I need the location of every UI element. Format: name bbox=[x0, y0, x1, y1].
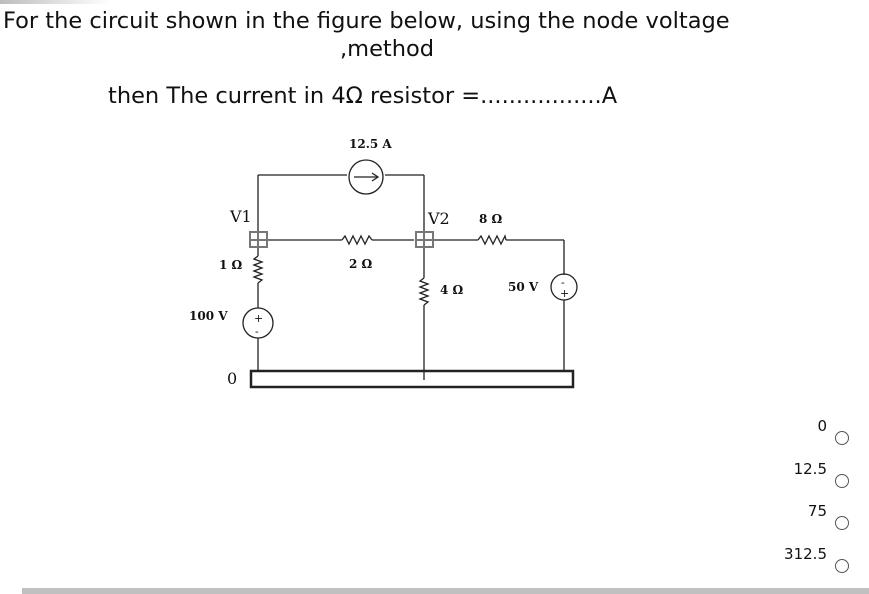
label-current-source: 12.5 A bbox=[349, 137, 392, 151]
radio-option-4[interactable] bbox=[835, 559, 849, 573]
current-source-arrowhead bbox=[371, 172, 380, 182]
label-r1: 1 Ω bbox=[219, 258, 243, 272]
resistor-8-ohm bbox=[477, 234, 507, 246]
option-label-1: 0 bbox=[817, 417, 827, 435]
label-node-v2: V2 bbox=[427, 209, 450, 228]
option-label-4: 312.5 bbox=[784, 545, 827, 563]
option-row-1[interactable]: 0 bbox=[767, 417, 849, 445]
label-ground: 0 bbox=[227, 369, 237, 388]
voltage-source-100V bbox=[242, 307, 274, 339]
horizontal-scrollbar[interactable] bbox=[22, 588, 869, 594]
plus-sign-100V: + bbox=[254, 312, 263, 325]
question-text-line2: ,method bbox=[340, 36, 435, 62]
resistor-1-ohm bbox=[252, 255, 264, 284]
resistor-4-ohm bbox=[418, 277, 430, 306]
label-r4: 4 Ω bbox=[440, 283, 464, 297]
radio-option-2[interactable] bbox=[835, 474, 849, 488]
ground-bus bbox=[249, 369, 575, 389]
plus-sign-50V: + bbox=[560, 287, 569, 300]
radio-option-3[interactable] bbox=[835, 516, 849, 530]
question-text-line1: For the circuit shown in the figure belo… bbox=[3, 8, 730, 34]
option-label-2: 12.5 bbox=[793, 460, 827, 478]
minus-sign-50V: - bbox=[561, 276, 565, 289]
voltage-source-50V bbox=[550, 273, 578, 301]
label-source-50V: 50 V bbox=[508, 280, 539, 294]
label-r2: 2 Ω bbox=[349, 257, 373, 271]
minus-sign-100V: - bbox=[255, 325, 259, 338]
resistor-2-ohm bbox=[341, 234, 373, 246]
option-label-3: 75 bbox=[807, 502, 827, 520]
current-source-12-5A bbox=[348, 159, 384, 195]
question-text-line3: then The current in 4Ω resistor =.......… bbox=[108, 83, 618, 109]
radio-option-1[interactable] bbox=[835, 431, 849, 445]
label-r8: 8 Ω bbox=[479, 212, 503, 226]
option-row-4[interactable]: 312.5 bbox=[767, 545, 849, 573]
label-source-100V: 100 V bbox=[189, 309, 228, 323]
option-row-3[interactable]: 75 bbox=[767, 502, 849, 530]
option-row-2[interactable]: 12.5 bbox=[767, 460, 849, 488]
label-node-v1: V1 bbox=[229, 207, 252, 226]
top-shadow bbox=[0, 0, 110, 4]
